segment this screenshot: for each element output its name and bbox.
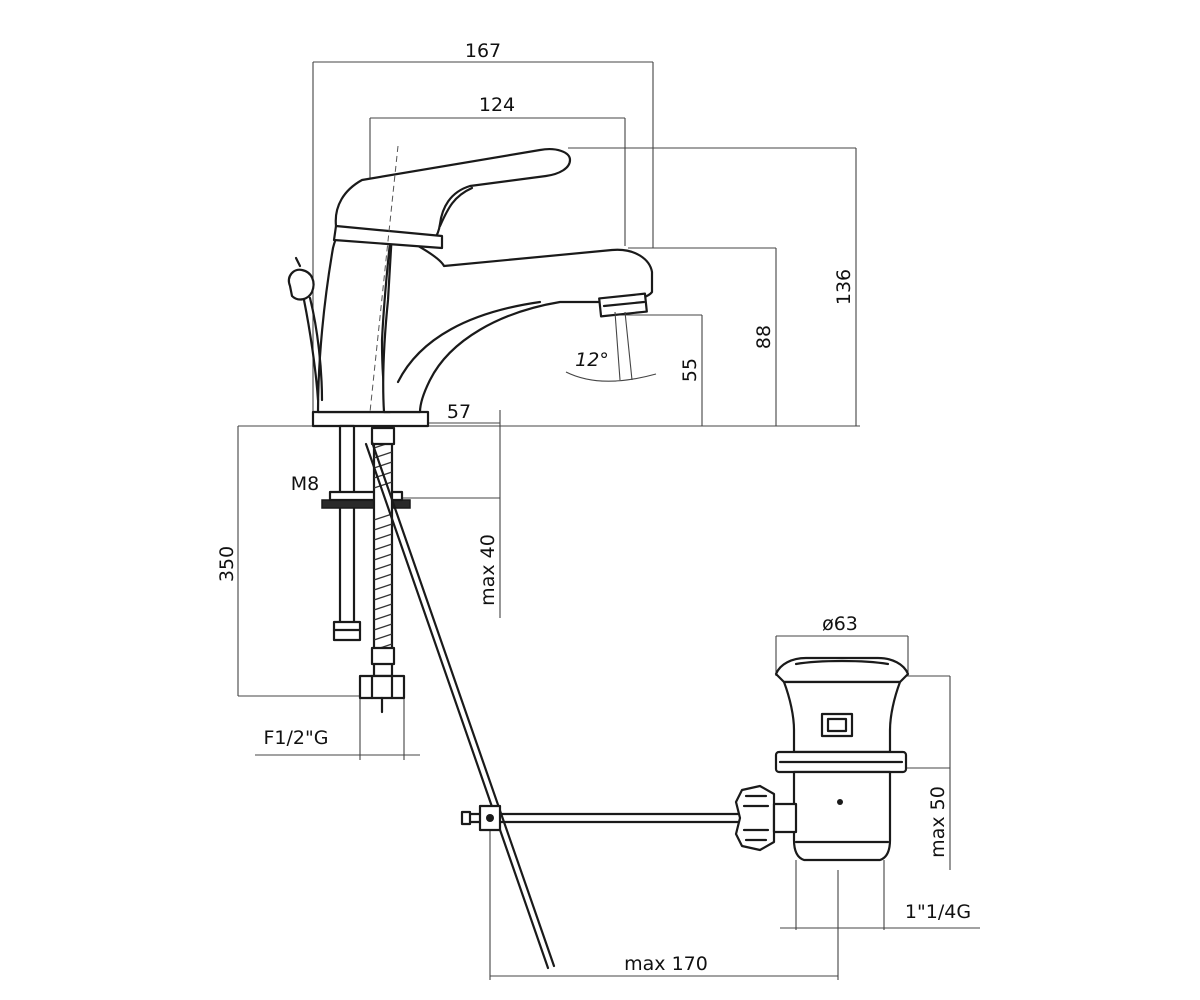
dim-overall-depth: 167 [465,40,501,62]
dim-waste-diameter: ø63 [822,613,858,635]
dim-rod-reach: max 170 [624,953,708,975]
dim-waste-thread: 1"1/4G [905,901,971,923]
dim-overall-height: 136 [833,269,855,305]
dimension-labels: 167 124 136 88 55 12° 57 M8 max 40 350 F… [216,40,971,975]
dim-outlet-height: 55 [679,358,701,382]
dim-hose-length: 350 [216,546,238,582]
dim-max-deck-thickness: max 40 [477,534,499,606]
dim-mounting-thread: M8 [291,473,319,495]
waste-body-lower [792,770,892,862]
faucet [287,148,654,428]
dim-inlet-connection: F1/2"G [264,727,329,749]
dim-waste-max-deck: max 50 [927,786,949,858]
dim-spout-reach: 124 [479,94,515,116]
mounting-stud [338,424,356,626]
waste-assembly [734,656,910,862]
pop-up-linkage [364,440,744,970]
spout-angle [565,311,657,382]
pop-up-knob [287,268,315,301]
dim-spout-height: 88 [753,325,775,349]
mounting-assembly [321,424,411,714]
faucet-body [316,222,394,414]
waste-flange [774,656,910,684]
pivot-nut [734,784,776,852]
fixing-nut [321,499,411,509]
faucet-spout [382,230,654,414]
dim-spout-angle: 12° [575,349,609,371]
faucet-base [311,410,430,428]
dim-base-diameter: 57 [447,401,471,423]
inlet-nut [358,674,406,700]
dimension-lines [237,61,980,980]
